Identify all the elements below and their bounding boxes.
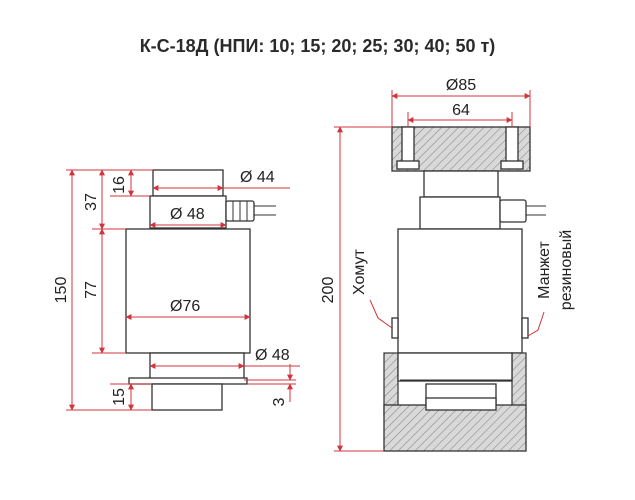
dia-48-top-label: Ø 48 (170, 206, 205, 223)
top-cap (152, 169, 224, 197)
base-plate (128, 377, 248, 385)
right-main-body (397, 228, 523, 354)
dia-48-bottom-label: Ø 48 (255, 347, 290, 364)
main-body (125, 228, 251, 354)
right-view: Ø85 64 200 Хомут Манжет резиновый (320, 77, 575, 452)
left-view: 150 37 16 77 15 3 Ø 44 Ø 48 Ø76 Ø 48 (53, 169, 300, 411)
dim-37-label: 37 (83, 193, 100, 211)
base-block (383, 404, 527, 452)
right-connector (499, 199, 527, 223)
drawing-title: К-С-18Д (НПИ: 10; 15; 20; 25; 30; 40; 50… (139, 36, 496, 56)
dim-150-label: 150 (53, 277, 70, 304)
bottom-foot (151, 383, 223, 411)
clamp (391, 317, 399, 339)
dim-15-label: 15 (111, 388, 128, 406)
dia-76-label: Ø76 (170, 298, 200, 315)
dim-64-label: 64 (452, 102, 470, 119)
dim-200-label: 200 (320, 277, 337, 304)
dim-3-label: 3 (271, 397, 288, 406)
clamp-label: Хомут (351, 248, 368, 295)
rubber-cuff (521, 317, 529, 339)
dia-85-label: Ø85 (446, 77, 476, 94)
dia-44-label: Ø 44 (240, 169, 275, 186)
dim-16-label: 16 (111, 176, 128, 194)
dim-77-label: 77 (83, 281, 100, 299)
cuff-label-line2: резиновый (558, 230, 575, 310)
cuff-label-line1: Манжет (536, 241, 553, 299)
